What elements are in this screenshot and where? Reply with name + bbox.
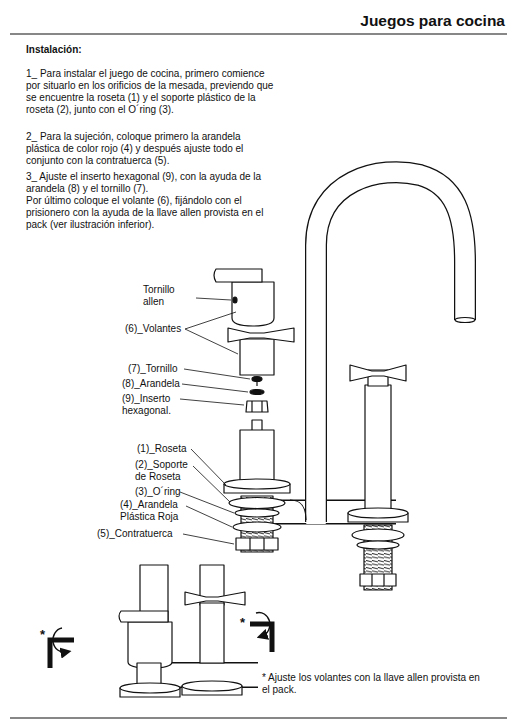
page-title: Juegos para cocina xyxy=(250,12,505,30)
part-label: (3)_O´ring xyxy=(135,486,181,498)
instruction-step: 2_ Para la sujeción, coloque primero la … xyxy=(26,131,271,167)
part-label: Tornillo allen xyxy=(143,284,195,308)
part-label: (7)_Tornillo xyxy=(128,363,177,375)
footnote-mark: * xyxy=(240,617,245,629)
part-label: (8)_Arandela xyxy=(122,378,180,390)
footer-rule xyxy=(10,717,507,718)
part-label: (5)_Contratuerca xyxy=(97,528,173,540)
part-label: (9)_Inserto hexagonal. xyxy=(122,393,182,417)
section-heading: Instalación: xyxy=(26,44,82,56)
footnote-mark: * xyxy=(40,629,45,641)
part-label: (1)_Roseta xyxy=(137,443,186,455)
part-label: (2)_Soporte de Roseta xyxy=(135,459,195,483)
part-label: (4)_Arandela Plástica Roja xyxy=(120,499,186,523)
footnote: * Ajuste los volantes con la llave allen… xyxy=(262,672,490,696)
instruction-step: 1_ Para instalar el juego de cocina, pri… xyxy=(26,68,281,116)
part-label: (6)_Volantes xyxy=(125,323,181,335)
instruction-step: 3_ Ajuste el inserto hexagonal (9), con … xyxy=(26,171,281,195)
header-rule xyxy=(10,33,507,34)
instruction-step: Por último coloque el volante (6), fiján… xyxy=(26,195,281,231)
